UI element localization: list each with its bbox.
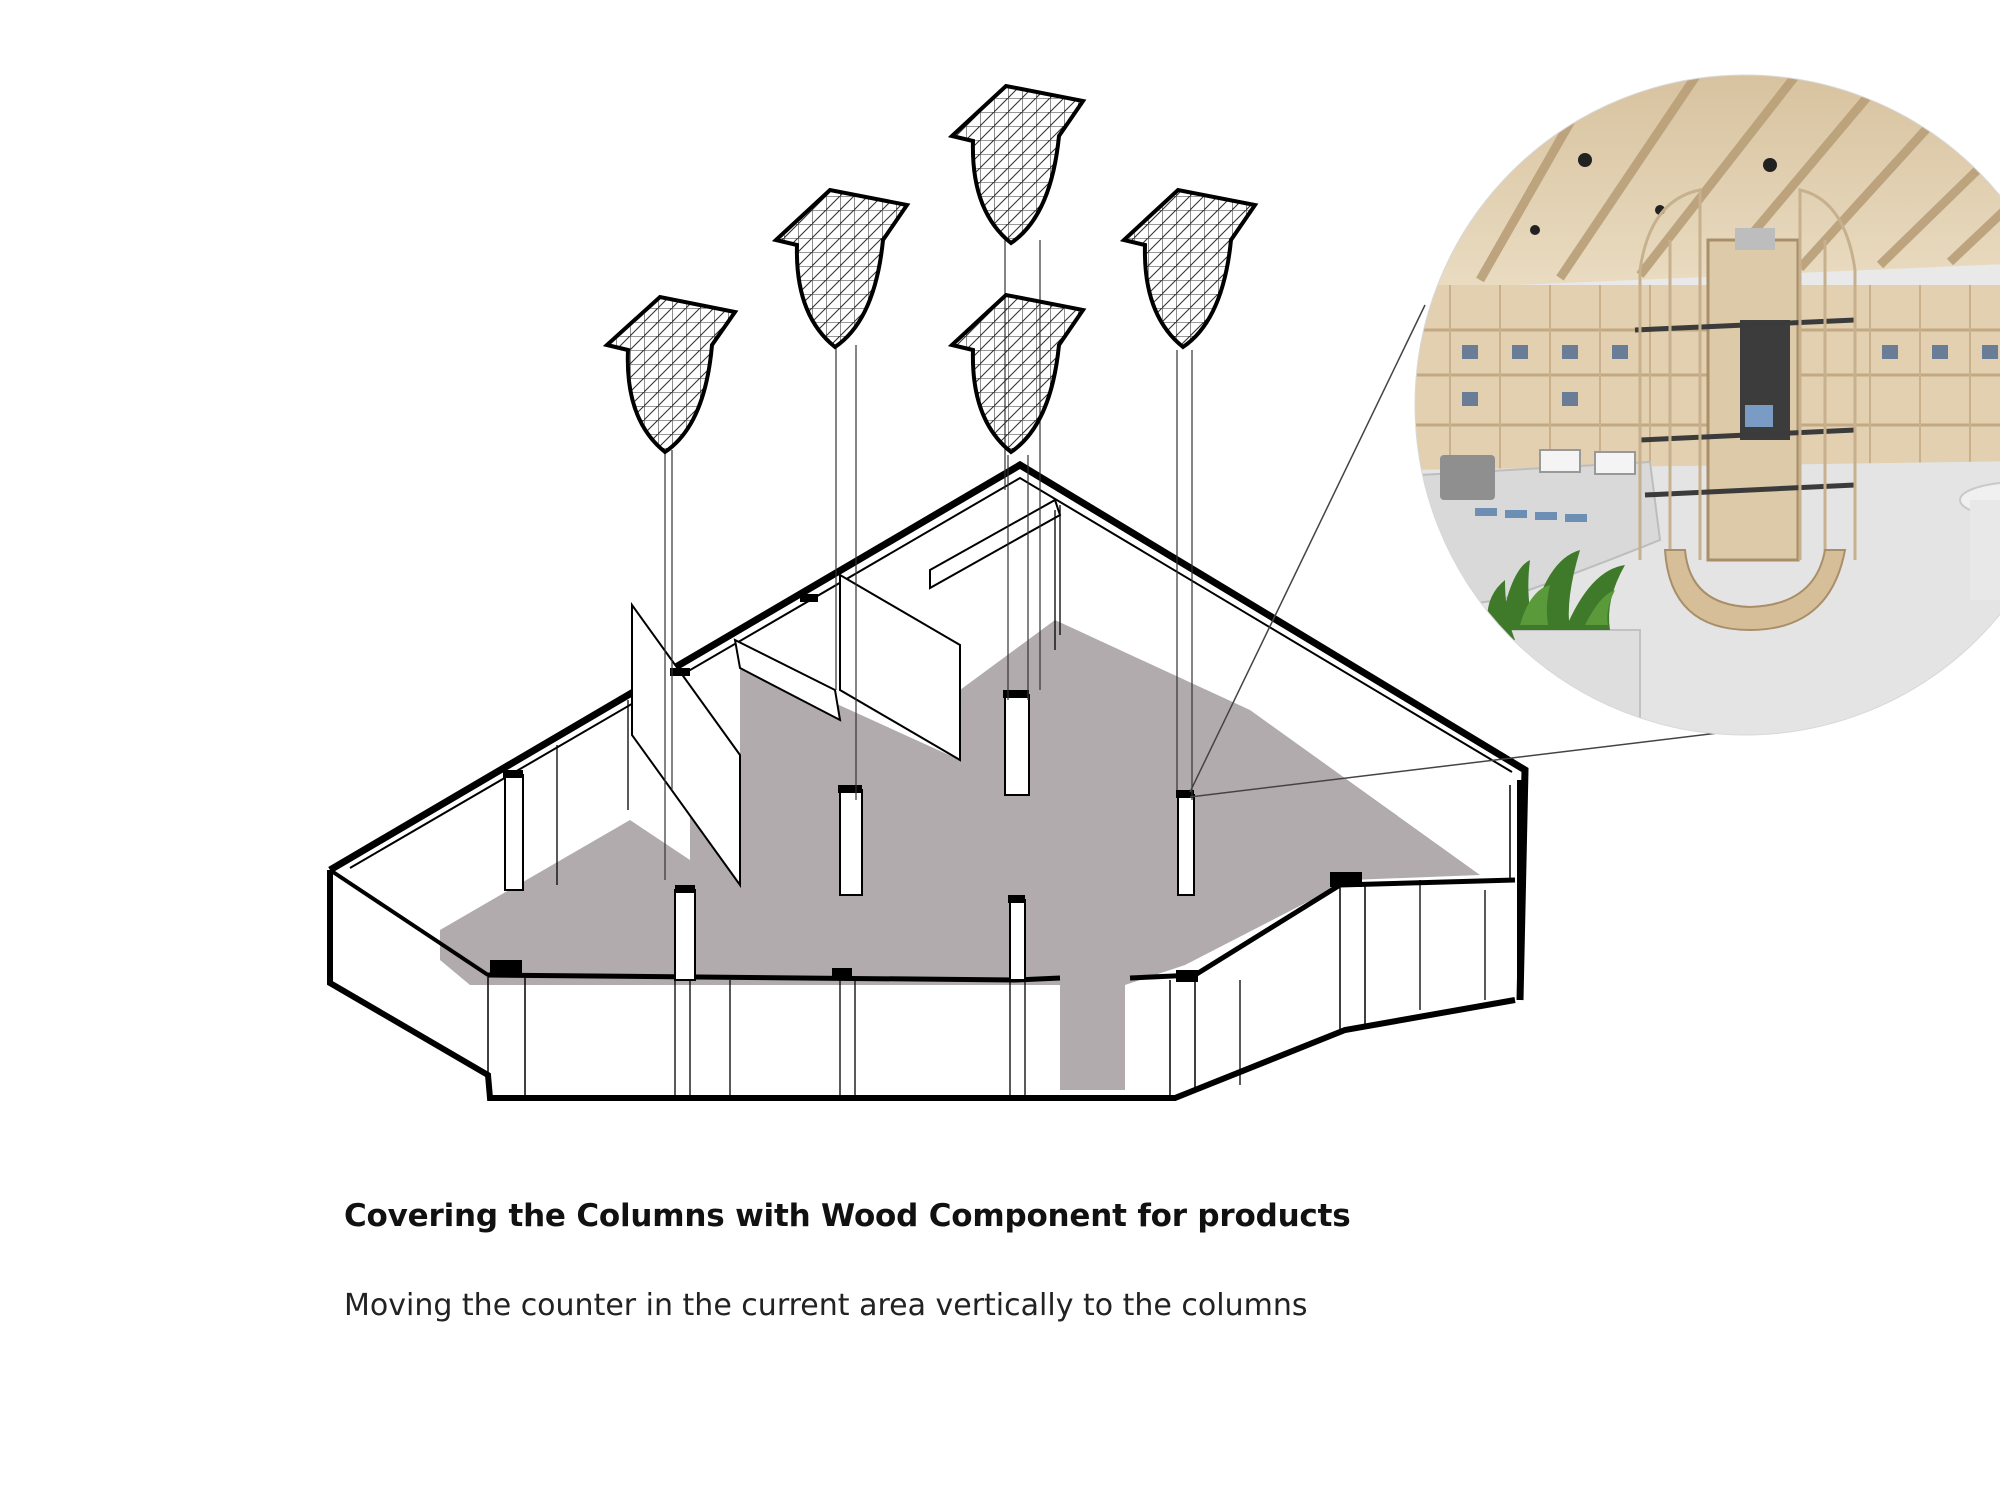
render-circle-outline	[1414, 74, 2000, 736]
floor-shade-main	[440, 620, 1480, 1090]
outer-wall-left	[327, 870, 1516, 1101]
column-caps	[490, 594, 1362, 982]
column-cover-module-5	[1119, 187, 1259, 350]
outer-wall-top-inner	[349, 476, 1513, 869]
store-interior-render	[1415, 75, 2000, 735]
floor-plan-section	[327, 460, 1529, 1101]
column-cover-module-3	[947, 83, 1087, 246]
columns	[504, 694, 1195, 981]
column-cover-module-2	[771, 187, 911, 350]
column-cover-module-1	[602, 294, 739, 455]
caption-title: Covering the Columns with Wood Component…	[344, 1198, 1351, 1234]
left-wall-top	[328, 868, 490, 977]
floor-shade-left	[440, 930, 480, 960]
column-cover-module-4	[947, 292, 1087, 455]
caption-subtitle: Moving the counter in the current area v…	[344, 1288, 1308, 1323]
